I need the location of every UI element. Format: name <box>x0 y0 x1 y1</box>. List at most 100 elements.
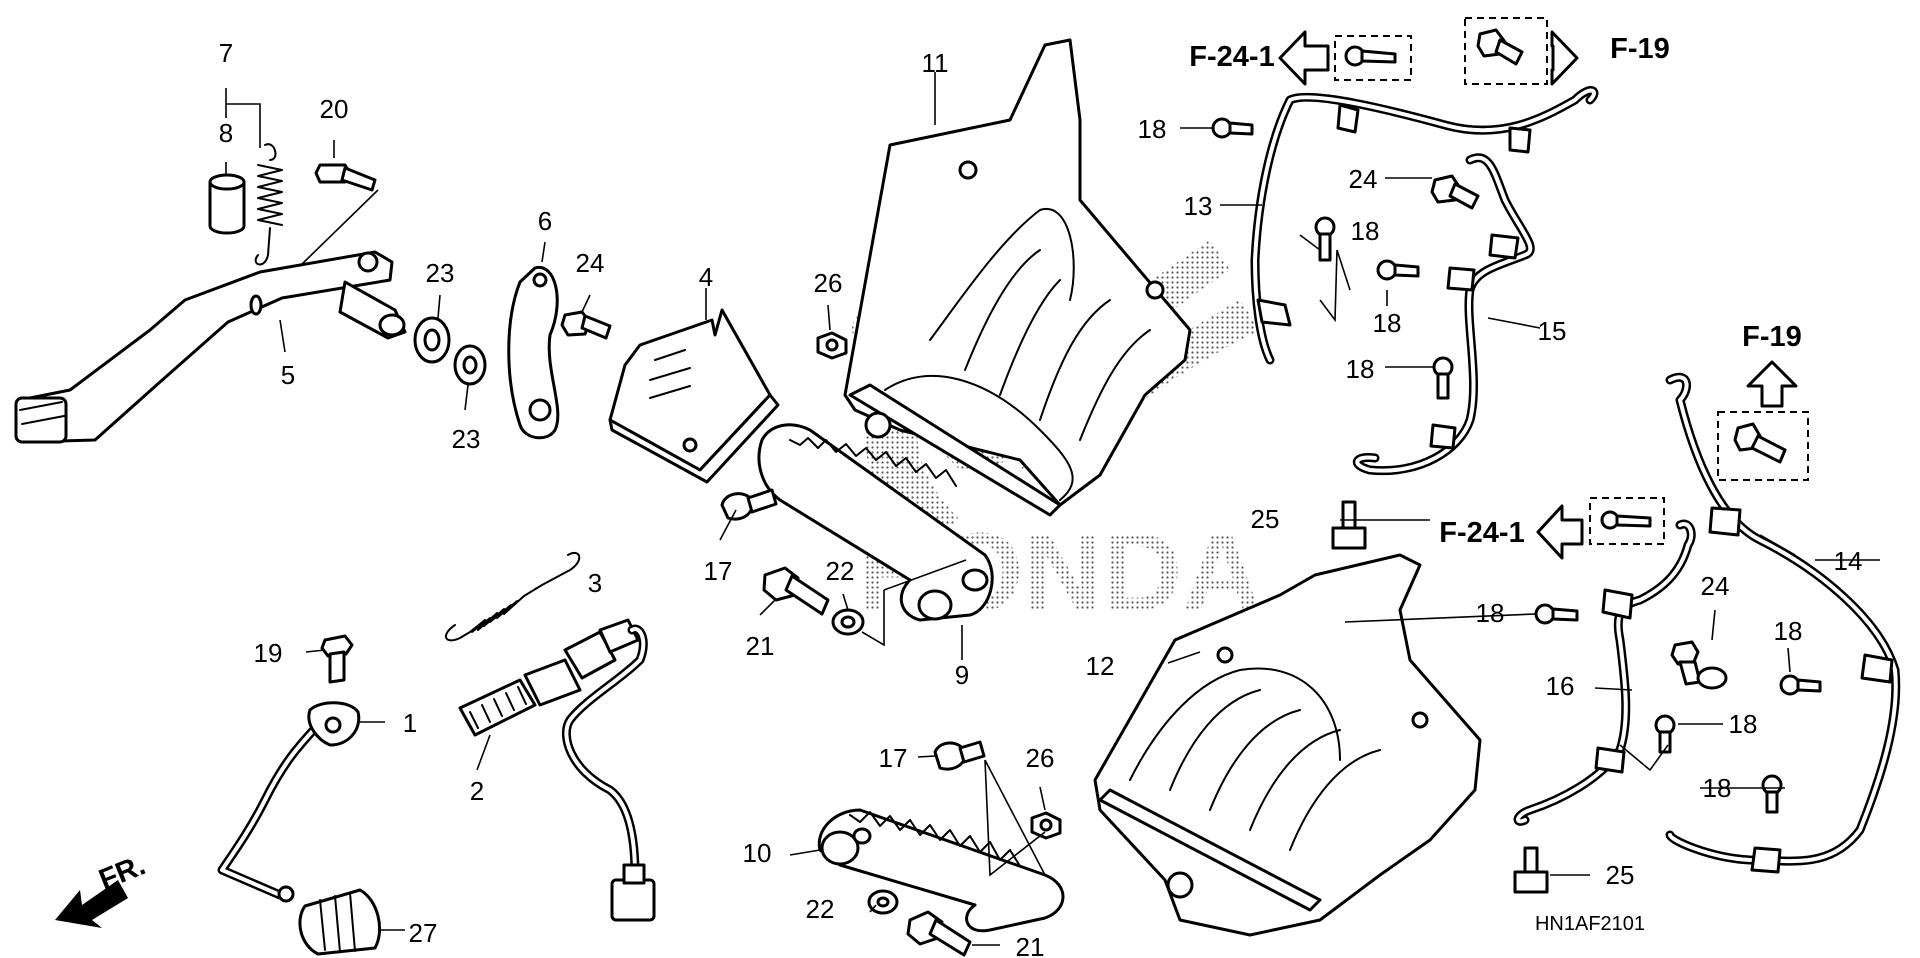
label-18f: 18 <box>1774 616 1803 646</box>
label-18e: 18 <box>1476 598 1505 628</box>
label-7: 7 <box>219 38 233 68</box>
bolt-21b <box>906 910 972 957</box>
label-13: 13 <box>1184 191 1213 221</box>
ref-upper-left: F-24-1 <box>1189 41 1274 73</box>
bolt-24b <box>1430 174 1480 210</box>
label-19: 19 <box>254 638 283 668</box>
footrest-guard-12 <box>1093 553 1482 937</box>
diagram-code: HN1AF2101 <box>1535 913 1645 935</box>
ref-lower: F-24-1 <box>1439 517 1524 549</box>
rod-16 <box>1513 519 1696 826</box>
label-26b: 26 <box>1026 743 1055 773</box>
switch-arm-1 <box>217 701 361 903</box>
washer-22b <box>867 889 899 915</box>
ref-box-upper-left <box>1334 35 1412 81</box>
label-3: 3 <box>588 568 602 598</box>
bolt-18a <box>1211 117 1254 139</box>
label-20: 20 <box>320 94 349 124</box>
label-1: 1 <box>403 708 417 738</box>
label-24c: 24 <box>1701 571 1730 601</box>
label-24a: 24 <box>576 248 605 278</box>
rubber-27 <box>298 888 382 956</box>
pin-17b <box>933 740 986 771</box>
bolt-21a <box>762 566 830 616</box>
washer-22a <box>831 608 865 636</box>
ref-box-lower <box>1589 497 1665 545</box>
bolt-18e <box>1534 603 1579 625</box>
bolt-25a <box>1331 500 1367 550</box>
label-14: 14 <box>1834 546 1863 576</box>
label-21a: 21 <box>746 631 775 661</box>
label-27: 27 <box>409 918 438 948</box>
bolt-20 <box>314 163 377 192</box>
pin-17a <box>720 488 778 521</box>
arrow-left-lower <box>1536 504 1584 560</box>
ref-box-right <box>1717 411 1809 481</box>
label-8: 8 <box>219 118 233 148</box>
bolt-18d <box>1432 356 1454 400</box>
label-18b: 18 <box>1351 216 1380 246</box>
label-25b: 25 <box>1606 860 1635 890</box>
label-15: 15 <box>1538 316 1567 346</box>
ref-right: F-19 <box>1742 321 1802 353</box>
label-17b: 17 <box>879 743 908 773</box>
label-17a: 17 <box>704 556 733 586</box>
ref-box-upper-right <box>1464 17 1548 85</box>
leader-lines <box>225 72 1880 946</box>
label-18c: 18 <box>1373 308 1402 338</box>
nut-26b <box>1030 811 1062 840</box>
label-18d: 18 <box>1346 354 1375 384</box>
bolt-19 <box>320 634 354 684</box>
footpeg-10 <box>817 808 1065 933</box>
rod-14 <box>1665 373 1901 874</box>
label-23a: 23 <box>426 258 455 288</box>
bolt-25b <box>1513 846 1549 894</box>
arrow-left-upper <box>1278 30 1330 86</box>
bolt-18c <box>1376 259 1420 281</box>
bracket-4 <box>608 308 780 484</box>
label-5: 5 <box>281 360 295 390</box>
label-18a: 18 <box>1138 114 1167 144</box>
label-22b: 22 <box>806 894 835 924</box>
front-label: FR. <box>95 849 150 896</box>
spring-7 <box>254 143 283 266</box>
collar-8 <box>208 173 246 235</box>
reference-labels: F-24-1 F-19 F-19 F-24-1 <box>1189 33 1802 549</box>
label-21b: 21 <box>1016 932 1045 958</box>
bearing-23a <box>413 316 451 364</box>
label-10: 10 <box>743 838 772 868</box>
label-26a: 26 <box>814 268 843 298</box>
label-18g: 18 <box>1729 709 1758 739</box>
bolt-18f <box>1779 674 1822 696</box>
bolt-18h <box>1761 774 1783 814</box>
sensor-2 <box>458 618 656 922</box>
footrest-guard-11 <box>843 38 1192 517</box>
label-24b: 24 <box>1349 164 1378 194</box>
callout-labels: 7 8 20 5 23 23 6 24 4 26 11 17 22 21 3 9… <box>219 38 1863 958</box>
arrow-up-right <box>1746 360 1798 408</box>
brake-pedal <box>14 250 407 444</box>
label-6: 6 <box>538 206 552 236</box>
arrow-right-upper <box>1550 30 1579 86</box>
arm-plate-6 <box>507 265 560 440</box>
bearing-23b <box>453 344 487 386</box>
rod-15 <box>1353 153 1535 476</box>
bolt-24a <box>560 310 612 340</box>
label-23b: 23 <box>452 424 481 454</box>
spring-3 <box>445 551 581 642</box>
label-9: 9 <box>955 660 969 690</box>
label-4: 4 <box>699 262 713 292</box>
label-12: 12 <box>1086 651 1115 681</box>
bolt-18g <box>1654 714 1676 754</box>
label-2: 2 <box>470 776 484 806</box>
rod-13 <box>1250 86 1599 365</box>
label-18h: 18 <box>1703 773 1732 803</box>
label-22a: 22 <box>826 556 855 586</box>
label-25a: 25 <box>1251 504 1280 534</box>
ref-upper-right: F-19 <box>1610 33 1670 65</box>
label-16: 16 <box>1546 671 1575 701</box>
front-direction-arrow: FR. <box>55 849 150 928</box>
bolt-24c <box>1670 640 1728 690</box>
bolt-18b <box>1314 216 1336 262</box>
